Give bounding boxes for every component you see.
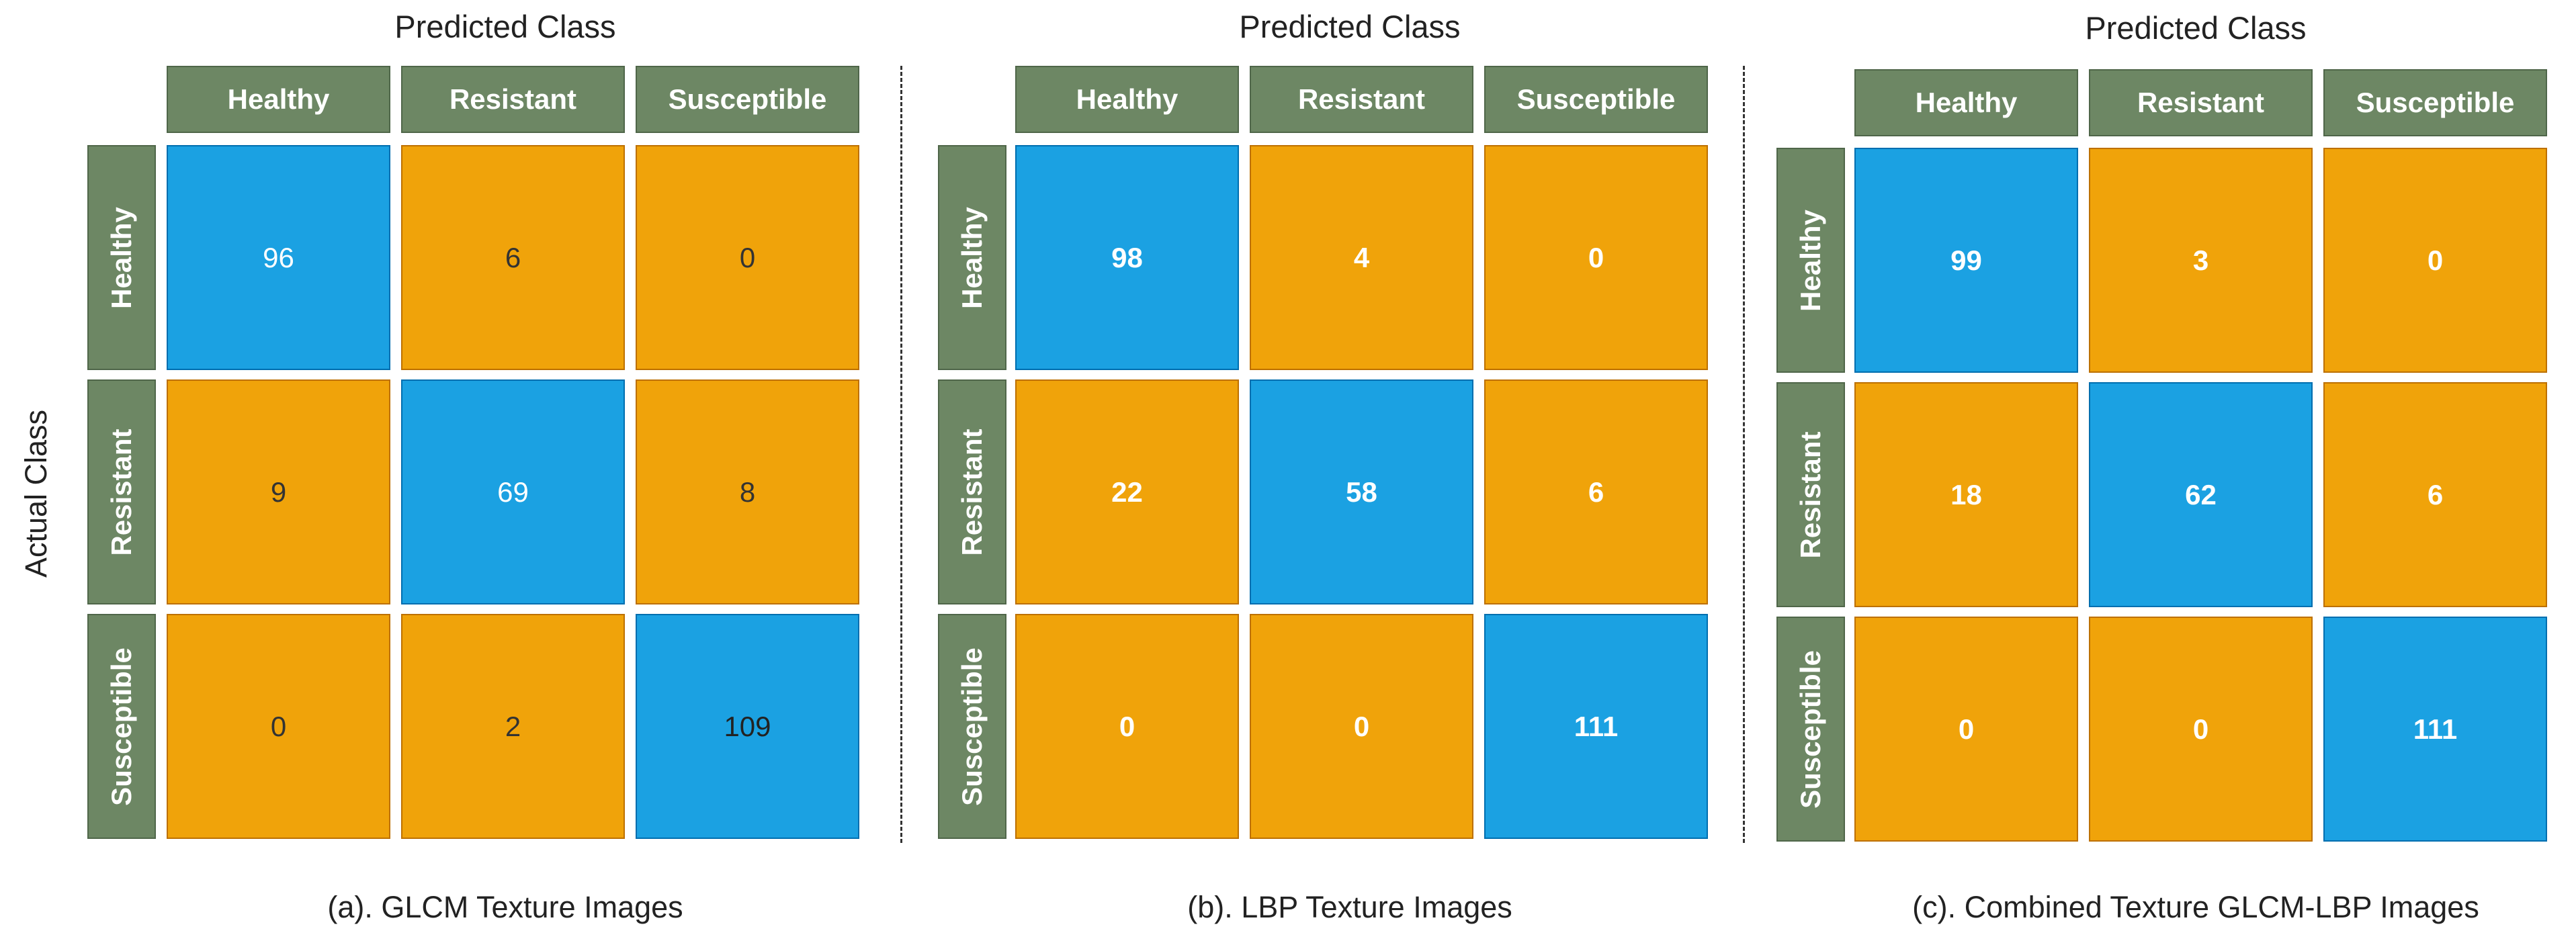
matrix-cell: 9 [167,379,390,604]
row-header-label: Healthy [1795,209,1826,312]
matrix-cell: 0 [1854,617,2078,842]
panel-caption: (a). GLCM Texture Images [327,890,683,924]
matrix-cell: 58 [1250,379,1473,604]
row-header-susceptible: Susceptible [1776,617,1845,842]
matrix-cell: 0 [2323,148,2547,373]
row-header-resistant: Resistant [87,379,156,604]
matrix-cell: 6 [401,145,625,370]
matrix-cell: 69 [401,379,625,604]
matrix-cell: 6 [1484,379,1708,604]
row-header-resistant: Resistant [938,379,1006,604]
matrix-cell: 96 [167,145,390,370]
column-header-healthy: Healthy [1015,66,1239,133]
row-header-healthy: Healthy [87,145,156,370]
row-header-healthy: Healthy [938,145,1006,370]
row-header-susceptible: Susceptible [938,614,1006,839]
matrix-cell: 3 [2089,148,2313,373]
predicted-class-title: Predicted Class [2085,10,2307,46]
matrix-cell: 0 [1250,614,1473,839]
matrix-cell: 0 [1015,614,1239,839]
column-header-resistant: Resistant [1250,66,1473,133]
matrix-cell: 0 [167,614,390,839]
row-header-label: Susceptible [1795,649,1826,809]
panel-divider [900,66,902,843]
matrix-cell: 2 [401,614,625,839]
matrix-cell: 99 [1854,148,2078,373]
panel-caption: (c). Combined Texture GLCM-LBP Images [1912,890,2479,924]
matrix-cell: 4 [1250,145,1473,370]
row-header-susceptible: Susceptible [87,614,156,839]
row-header-healthy: Healthy [1776,148,1845,373]
column-header-resistant: Resistant [401,66,625,133]
matrix-cell: 6 [2323,382,2547,607]
matrix-cell: 0 [636,145,859,370]
row-header-label: Resistant [1795,431,1826,559]
column-header-susceptible: Susceptible [636,66,859,133]
matrix-cell: 8 [636,379,859,604]
panel-divider [1743,66,1745,843]
matrix-cell: 111 [1484,614,1708,839]
column-header-susceptible: Susceptible [2323,69,2547,136]
matrix-cell: 98 [1015,145,1239,370]
matrix-cell: 18 [1854,382,2078,607]
row-header-resistant: Resistant [1776,382,1845,607]
predicted-class-title: Predicted Class [394,9,616,44]
predicted-class-title: Predicted Class [1239,9,1461,44]
matrix-cell: 111 [2323,617,2547,842]
column-header-resistant: Resistant [2089,69,2313,136]
column-header-healthy: Healthy [1854,69,2078,136]
column-header-healthy: Healthy [167,66,390,133]
column-header-susceptible: Susceptible [1484,66,1708,133]
matrix-cell: 0 [1484,145,1708,370]
matrix-cell: 109 [636,614,859,839]
matrix-cell: 0 [2089,617,2313,842]
matrix-cell: 62 [2089,382,2313,607]
panel-caption: (b). LBP Texture Images [1187,890,1512,924]
matrix-cell: 22 [1015,379,1239,604]
